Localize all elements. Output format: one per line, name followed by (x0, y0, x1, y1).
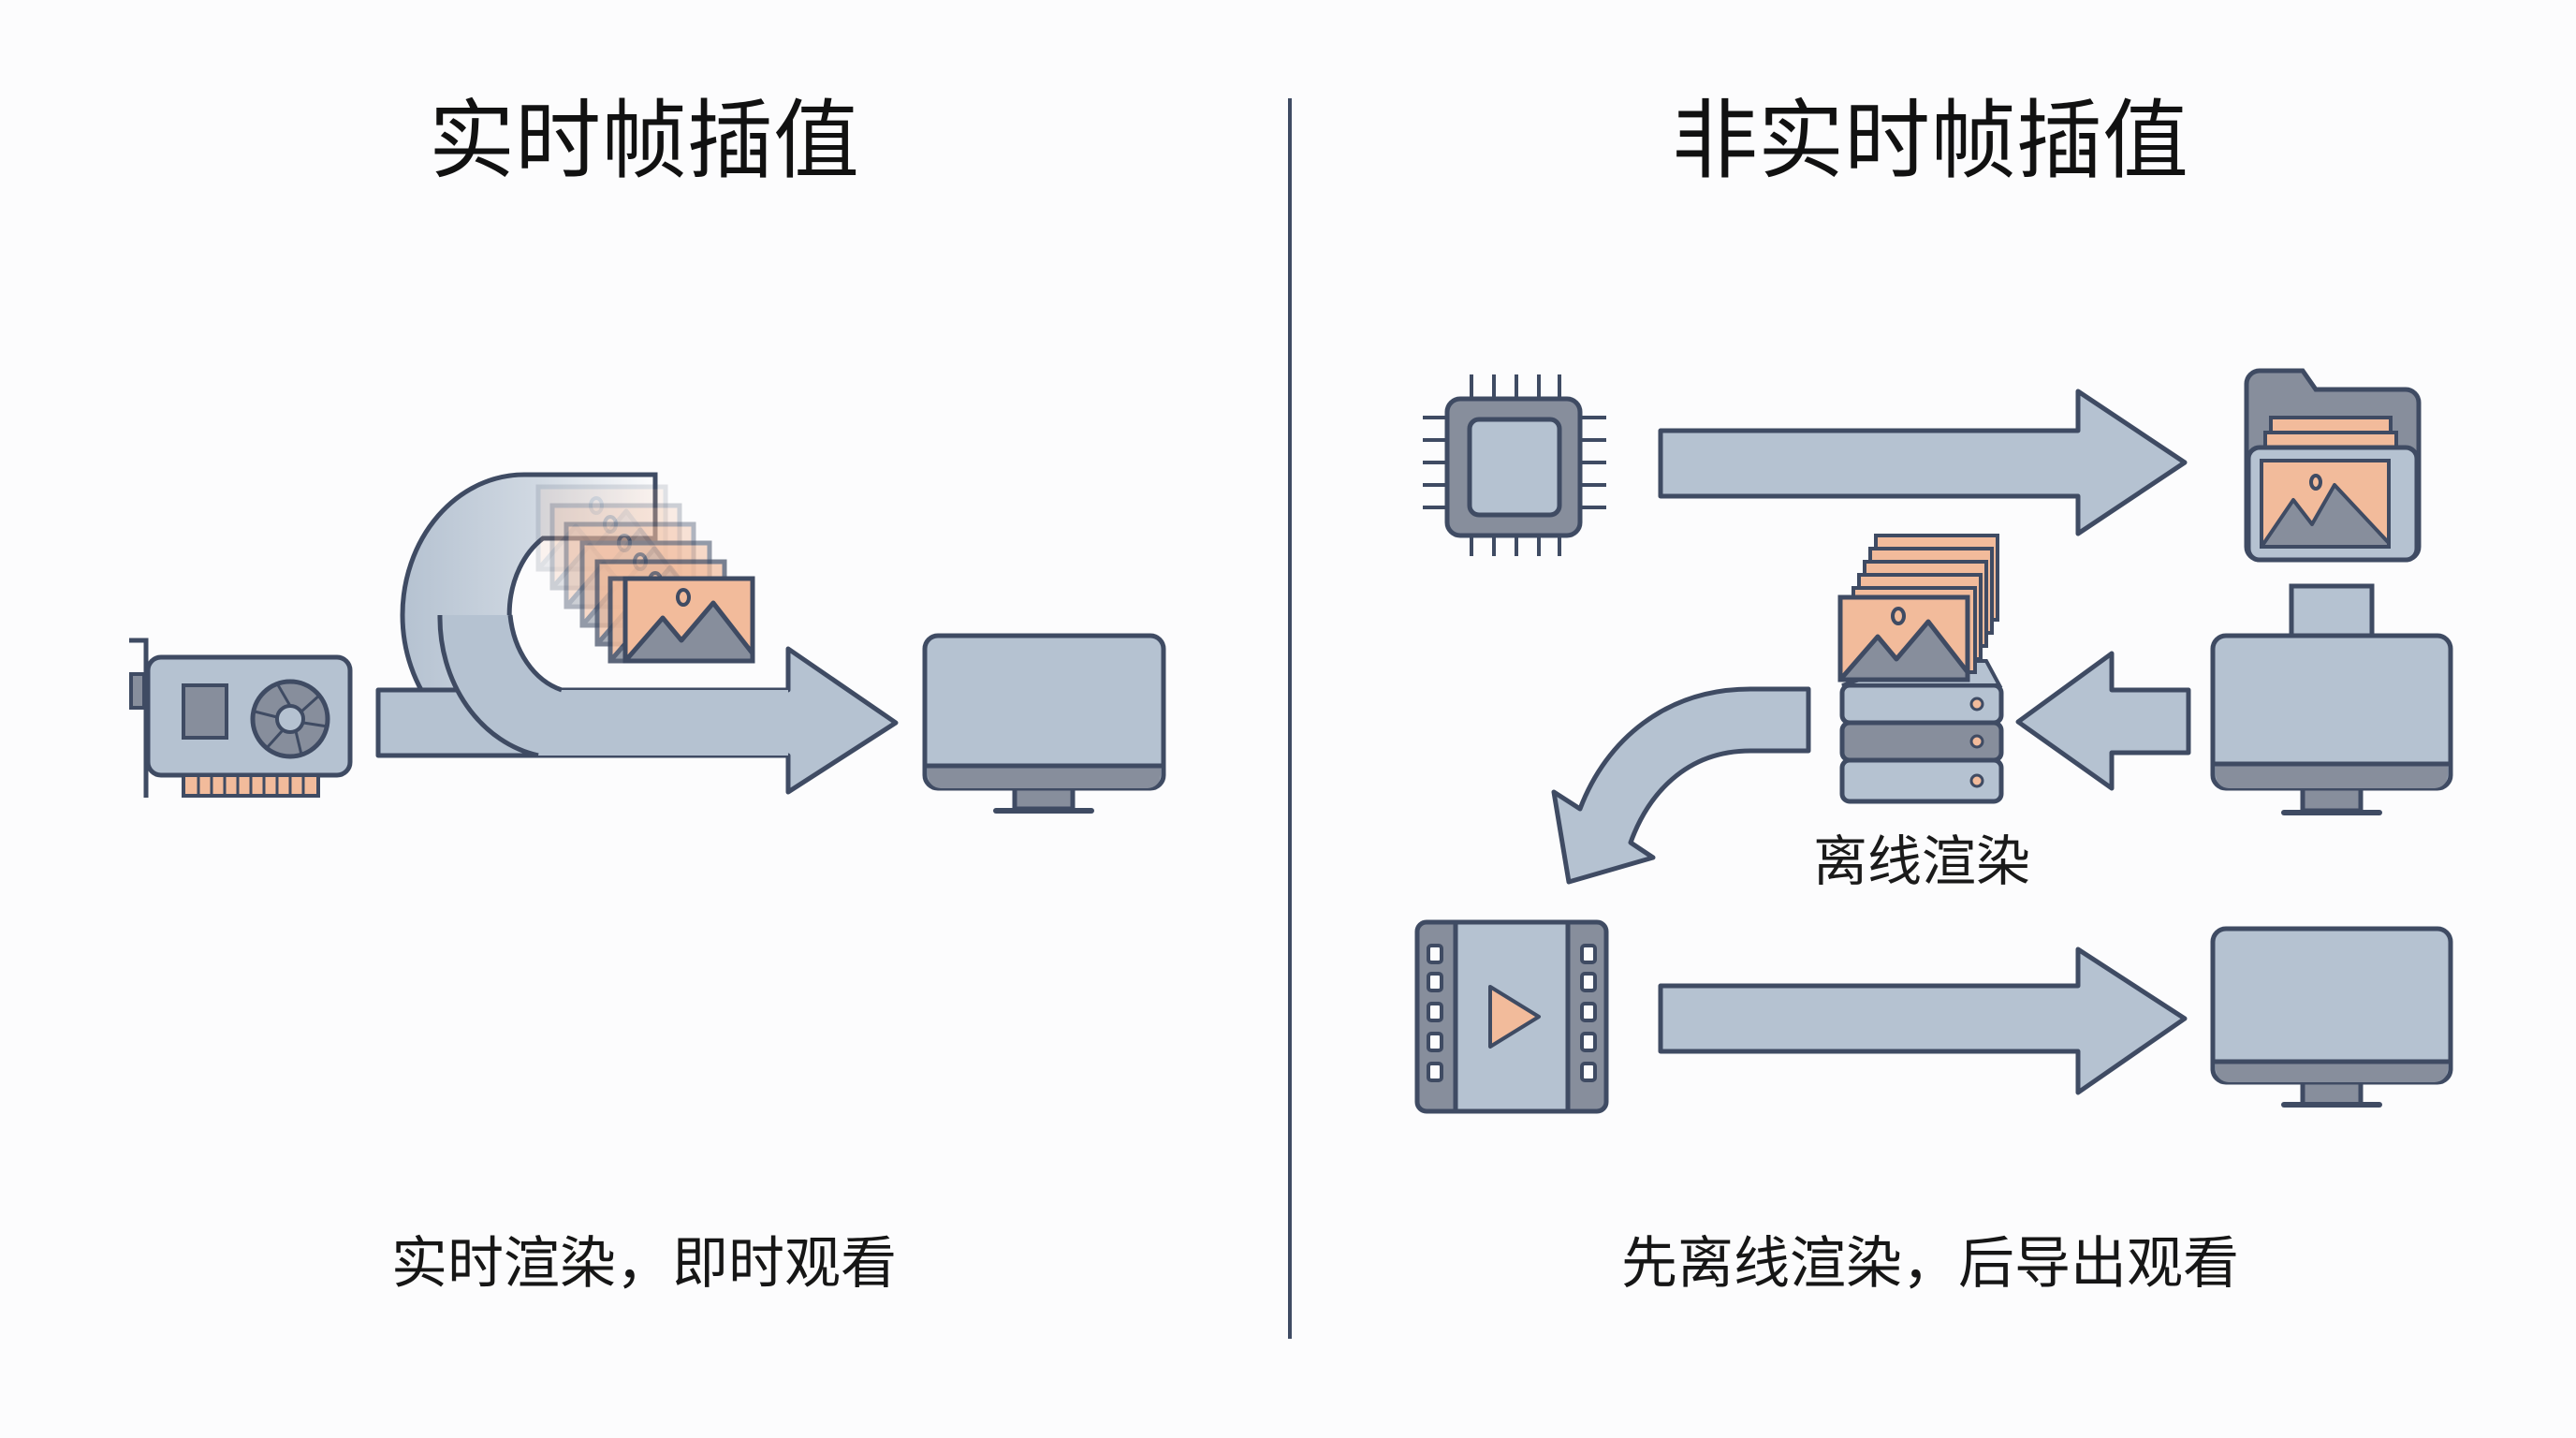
monitor-icon (922, 633, 1166, 814)
offline-render-label: 离线渲染 (1813, 829, 2030, 893)
left-caption: 实时渲染，即时观看 (391, 1231, 897, 1297)
right-caption: 先离线渲染，后导出观看 (1621, 1231, 2239, 1297)
input-arrow-icon (2015, 651, 2191, 791)
playback-arrow-icon (1658, 946, 2188, 1095)
left-title: 实时帧插值 (429, 91, 859, 191)
cpu-chip-icon (1423, 374, 1606, 556)
play-icon (1488, 985, 1541, 1049)
monitor-icon (2210, 926, 2453, 1108)
gpu-card-icon (129, 638, 353, 798)
image-frames-icon (1840, 534, 1999, 680)
monitor-icon (2210, 583, 2453, 815)
folder-image-icon (2244, 368, 2422, 563)
right-title: 非实时帧插值 (1672, 91, 2188, 191)
output-curve-arrow-icon (1551, 686, 1811, 885)
export-arrow-icon (1658, 389, 2188, 536)
film-strip-icon (1414, 919, 1609, 1114)
image-frames-icon (538, 487, 753, 661)
